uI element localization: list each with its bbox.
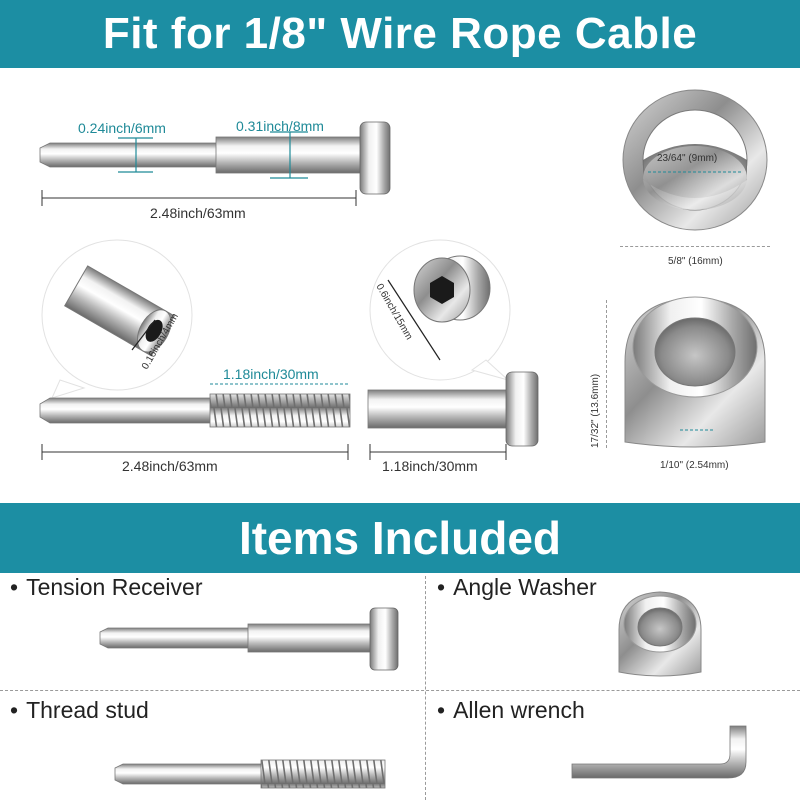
item-allen-wrench: •Allen wrench xyxy=(437,697,585,723)
angle-washer-min-thickness: 1/10" (2.54mm) xyxy=(660,460,729,471)
receiver-length: 2.48inch/63mm xyxy=(150,205,246,221)
angle-washer-item-image xyxy=(618,591,702,677)
thread-stud-image xyxy=(39,383,351,460)
items-banner: Items Included xyxy=(0,503,800,573)
short-receiver-image xyxy=(367,371,539,460)
angle-washer-height: 17/32" (13.6mm) xyxy=(590,373,601,448)
thread-stud-item-image xyxy=(114,759,386,789)
top-banner: Fit for 1/8" Wire Rope Cable xyxy=(0,0,800,68)
stud-magnifier xyxy=(41,239,193,399)
washer-inner-diameter: 23/64" (9mm) xyxy=(657,153,718,164)
page-title: Fit for 1/8" Wire Rope Cable xyxy=(102,9,698,58)
item-angle-washer: •Angle Washer xyxy=(437,574,597,600)
allen-wrench-item-image xyxy=(571,725,747,779)
receiver-narrow-diameter: 0.24inch/6mm xyxy=(78,120,166,136)
tension-receiver-image xyxy=(39,121,391,206)
item-thread-stud: •Thread stud xyxy=(10,697,149,723)
washer-outer-diameter: 5/8" (16mm) xyxy=(668,256,723,267)
items-title: Items Included xyxy=(238,512,562,564)
stud-thread-length: 1.18inch/30mm xyxy=(223,366,319,382)
tension-receiver-item-image xyxy=(99,607,399,671)
stud-length: 2.48inch/63mm xyxy=(122,458,218,474)
hex-socket-image xyxy=(369,239,511,381)
item-tension-receiver: •Tension Receiver xyxy=(10,574,203,600)
receiver-wide-diameter: 0.31inch/8mm xyxy=(236,118,324,134)
receiver-short-length: 1.18inch/30mm xyxy=(382,458,478,474)
washer-image xyxy=(622,89,768,231)
angle-washer-image xyxy=(624,296,766,448)
